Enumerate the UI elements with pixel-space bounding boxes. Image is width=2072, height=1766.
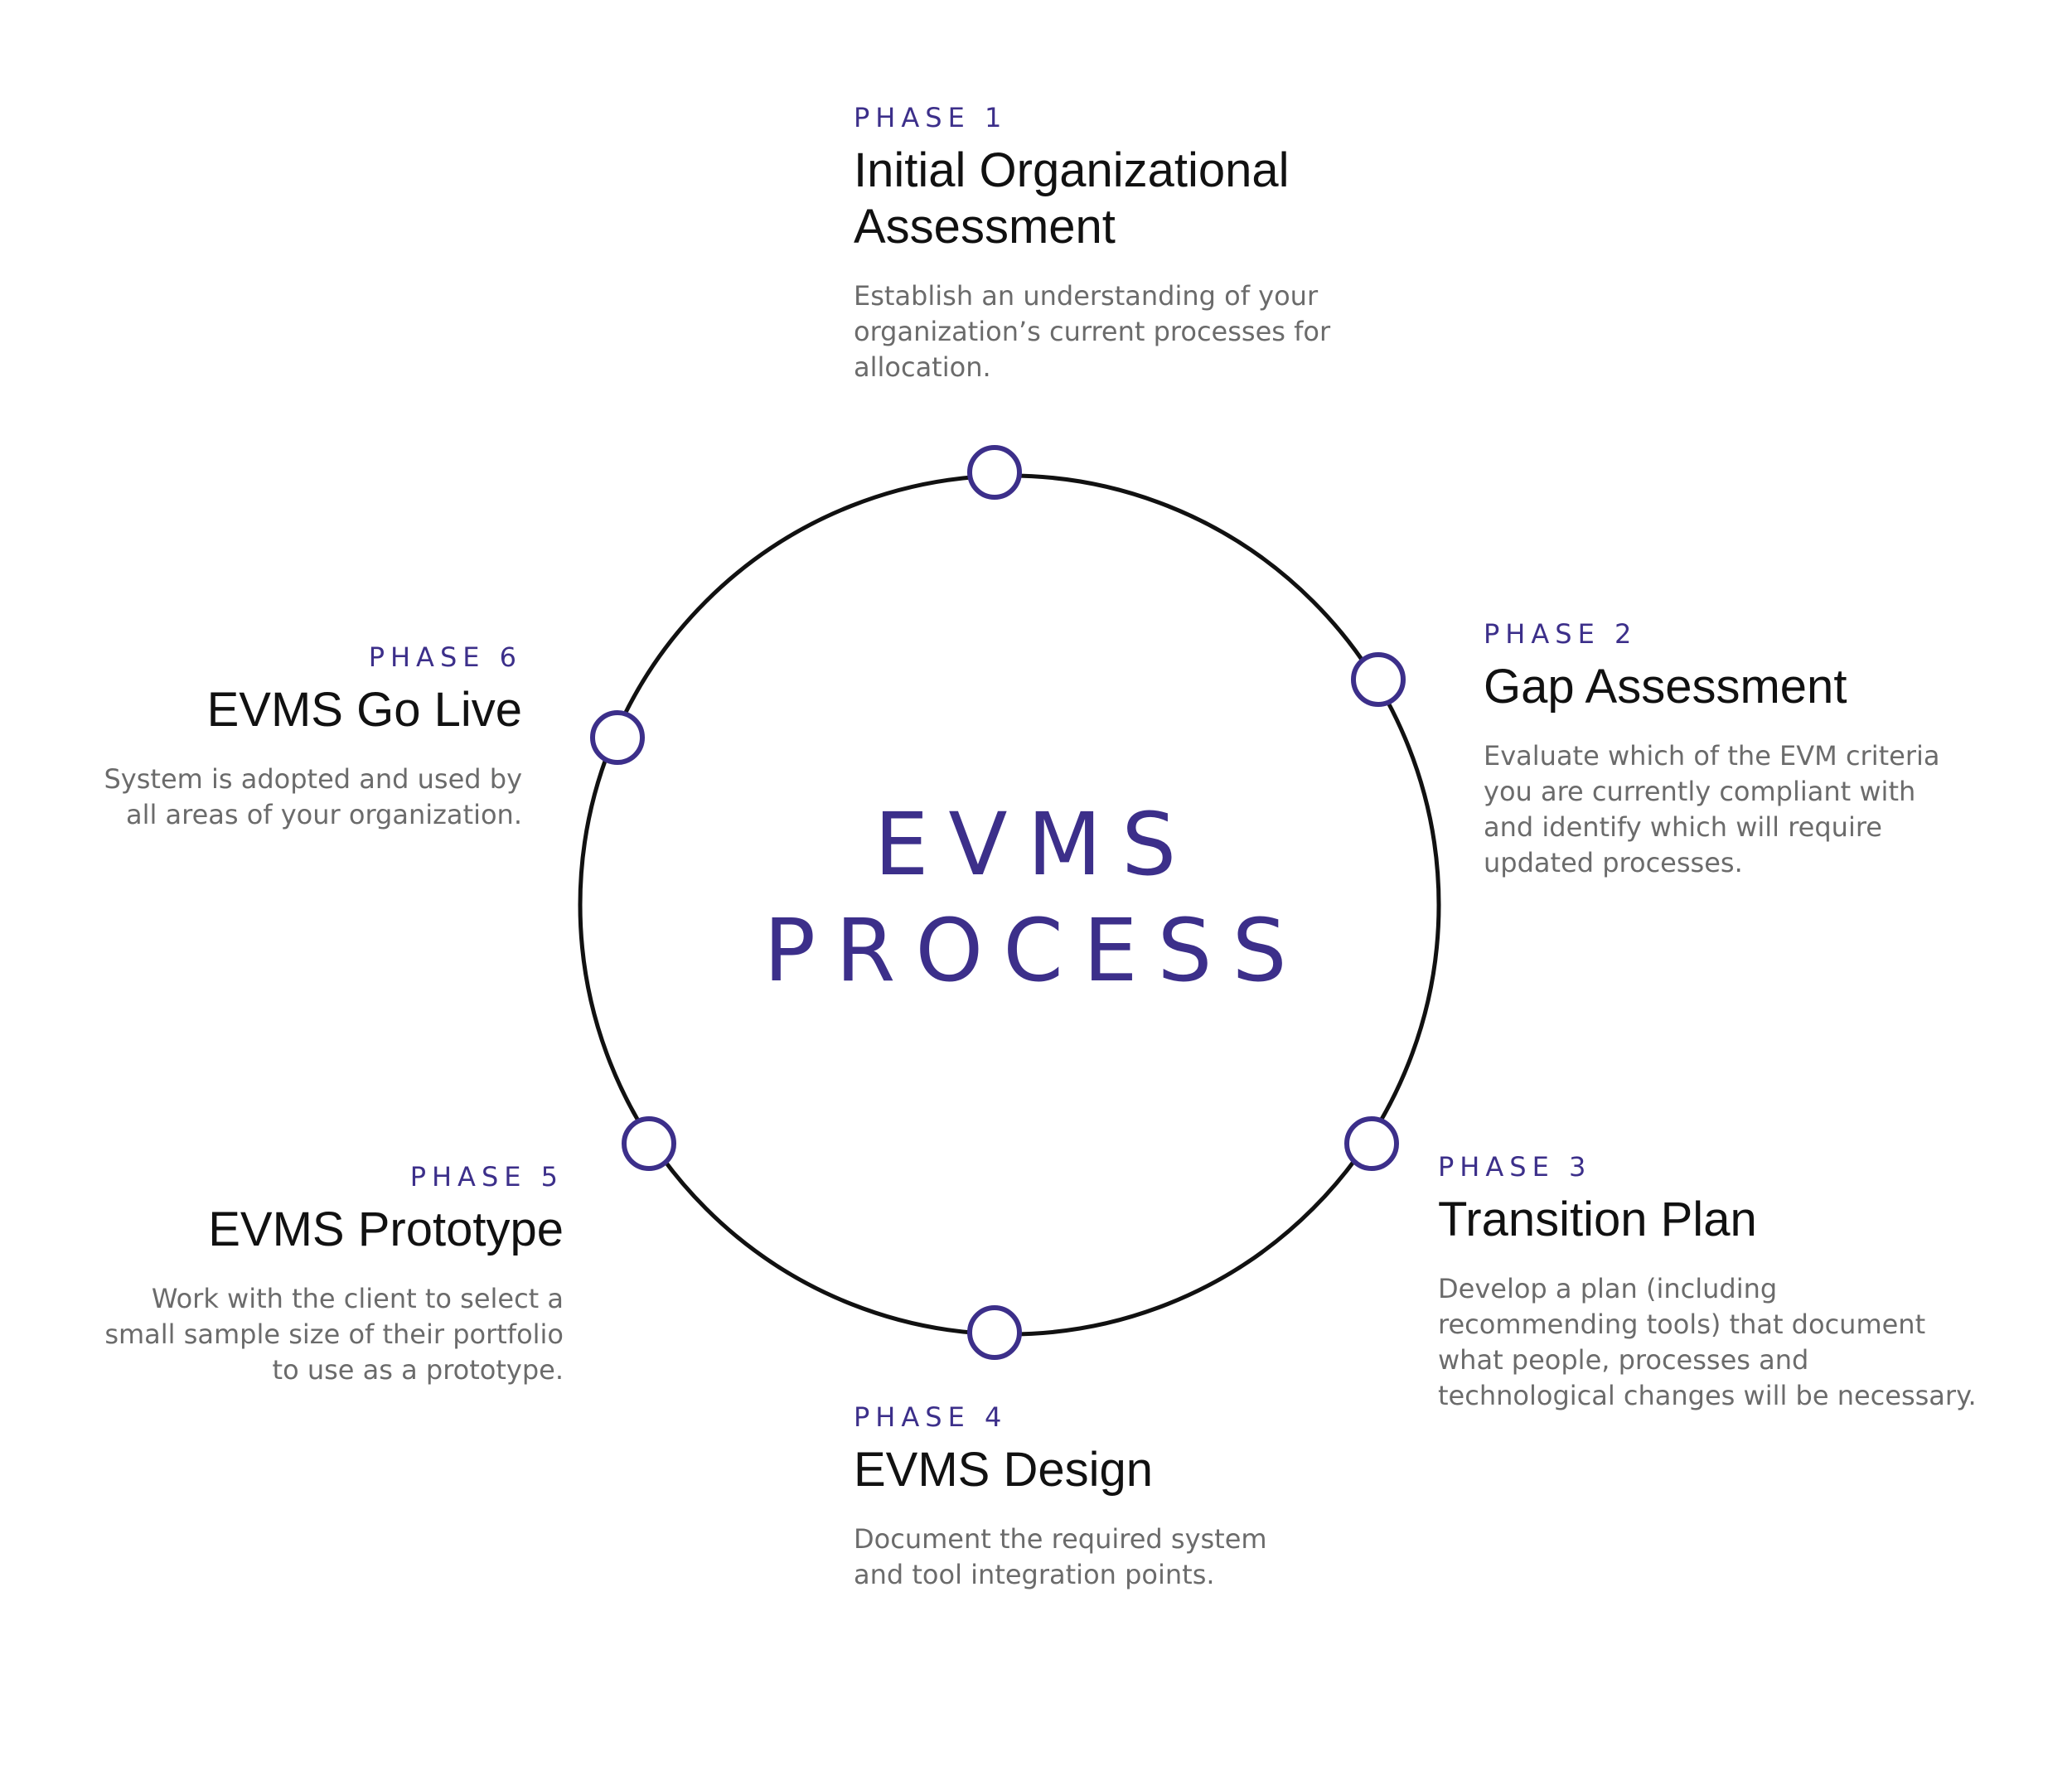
phase-3-node (1344, 1116, 1399, 1171)
phase-1-block: PHASE 1 Initial Organizational Assessmen… (854, 101, 1351, 385)
phase-6-label: PHASE 6 (368, 641, 522, 673)
phase-3-label: PHASE 3 (1438, 1151, 1592, 1183)
phase-4-description: Document the required system and tool in… (854, 1523, 1267, 1590)
phase-5-label: PHASE 5 (409, 1161, 564, 1193)
phase-4-title: EVMS Design (854, 1443, 1154, 1497)
phase-5-title: EVMS Prototype (208, 1202, 564, 1256)
phase-2-label: PHASE 2 (1484, 618, 1638, 650)
center-title-line-1: EVMS (874, 794, 1197, 895)
phase-5-block: PHASE 5 EVMS Prototype Work with the cli… (99, 1160, 564, 1388)
phase-1-label: PHASE 1 (854, 102, 1008, 133)
phase-2-block: PHASE 2 Gap Assessment Evaluate which of… (1484, 617, 1948, 881)
phase-2-node (1351, 652, 1406, 707)
phase-6-node (590, 710, 645, 765)
phase-3-title: Transition Plan (1438, 1193, 1757, 1246)
center-title-line-2: PROCESS (763, 900, 1307, 1001)
phase-4-block: PHASE 4 EVMS Design Document the require… (854, 1401, 1318, 1593)
phase-4-node (967, 1305, 1022, 1360)
phase-1-description: Establish an understanding of your organ… (854, 280, 1331, 383)
phase-5-description: Work with the client to select a small s… (104, 1283, 564, 1386)
phase-nodes (590, 445, 1406, 1360)
phase-6-description: System is adopted and used by all areas … (104, 763, 522, 830)
phase-2-description: Evaluate which of the EVM criteria you a… (1484, 740, 1940, 878)
phase-2-title: Gap Assessment (1484, 660, 1847, 714)
phase-3-block: PHASE 3 Transition Plan Develop a plan (… (1438, 1150, 1985, 1414)
phase-1-node (967, 445, 1022, 500)
phase-4-label: PHASE 4 (854, 1401, 1008, 1433)
center-title: EVMS PROCESS (704, 791, 1346, 1004)
phase-3-description: Develop a plan (including recommending t… (1438, 1273, 1977, 1411)
phase-1-title: Initial Organizational Assessment (854, 143, 1290, 254)
phase-6-block: PHASE 6 EVMS Go Live System is adopted a… (83, 641, 522, 833)
phase-5-node (622, 1116, 676, 1171)
phase-6-title: EVMS Go Live (206, 683, 522, 737)
